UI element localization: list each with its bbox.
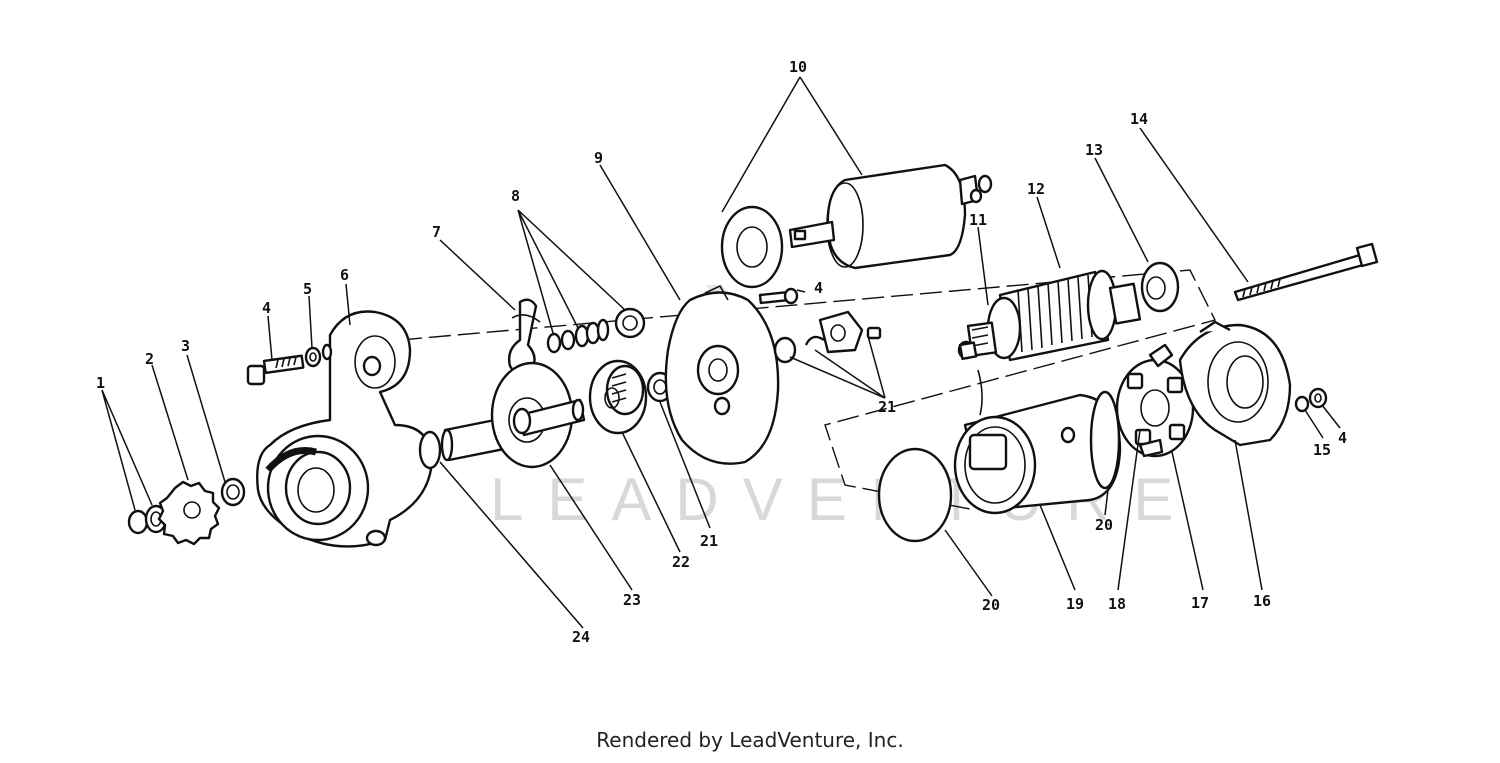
callout-21-left: 21 (700, 532, 718, 550)
callout-6: 6 (340, 266, 349, 284)
brush-holder-part (1115, 343, 1195, 458)
callout-20-right: 20 (1095, 516, 1113, 534)
bearing-bracket-part (773, 310, 882, 364)
callout-4-right: 4 (1338, 429, 1347, 447)
callout-2: 2 (145, 350, 154, 368)
callout-24: 24 (572, 628, 590, 646)
callout-17: 17 (1191, 594, 1209, 612)
bearing-part (1140, 261, 1180, 313)
callout-20-left: 20 (982, 596, 1000, 614)
armature-part (957, 269, 1142, 362)
callout-8: 8 (511, 187, 520, 205)
leader-lines (101, 76, 1341, 629)
through-bolt-part (1233, 242, 1379, 302)
callout-labels: 1 2 3 4 5 6 7 8 9 10 11 12 13 14 15 4 4 … (96, 58, 1347, 646)
callout-3: 3 (181, 337, 190, 355)
front-housing-part (256, 310, 442, 548)
lock-washer-part (1294, 395, 1310, 413)
callout-11: 11 (969, 211, 987, 229)
gear-cover-part (664, 284, 780, 465)
callout-23: 23 (623, 591, 641, 609)
callout-7: 7 (432, 223, 441, 241)
bolt-part (758, 287, 799, 305)
callout-14: 14 (1130, 110, 1148, 128)
bolt-part (1308, 387, 1328, 409)
callout-22: 22 (672, 553, 690, 571)
drive-shaft-part (440, 361, 586, 469)
callout-13: 13 (1085, 141, 1103, 159)
centerlines (399, 269, 1217, 511)
washer-part (304, 346, 322, 368)
callout-1: 1 (96, 374, 105, 392)
credit-text: Rendered by LeadVenture, Inc. (596, 728, 904, 752)
callout-16: 16 (1253, 592, 1271, 610)
pinion-gear-part (157, 480, 221, 546)
callout-4: 4 (262, 299, 271, 317)
callout-4-middle: 4 (814, 279, 823, 297)
callout-21-right: 21 (878, 398, 896, 416)
collar-part (220, 477, 246, 507)
end-frame-part (1178, 320, 1292, 447)
callout-19: 19 (1066, 595, 1084, 613)
callout-12: 12 (1027, 180, 1045, 198)
field-frame-part (953, 341, 1122, 515)
callout-18: 18 (1108, 595, 1126, 613)
callout-15: 15 (1313, 441, 1331, 459)
callout-5: 5 (303, 280, 312, 298)
seal-ring-part (877, 447, 953, 543)
callout-10: 10 (789, 58, 807, 76)
callout-9: 9 (594, 149, 603, 167)
bolt-part (246, 354, 305, 386)
spring-set-part (546, 307, 646, 354)
solenoid-part (720, 163, 993, 289)
overrunning-clutch-part (588, 359, 648, 435)
